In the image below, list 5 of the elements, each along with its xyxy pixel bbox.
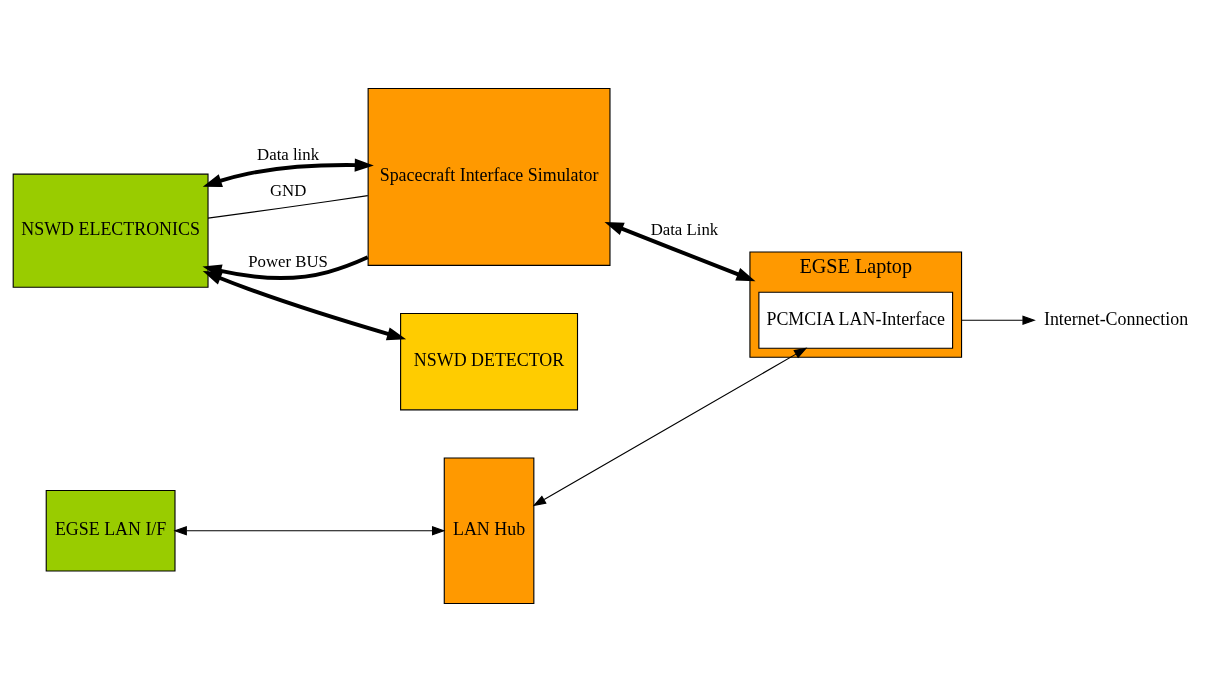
edge-label: Data Link bbox=[650, 219, 719, 239]
edge-label: GND bbox=[269, 180, 307, 200]
edge-label: Data link bbox=[257, 144, 320, 164]
node-text: Internet-Connection bbox=[1043, 308, 1189, 328]
edge-label: Power BUS bbox=[248, 251, 328, 270]
